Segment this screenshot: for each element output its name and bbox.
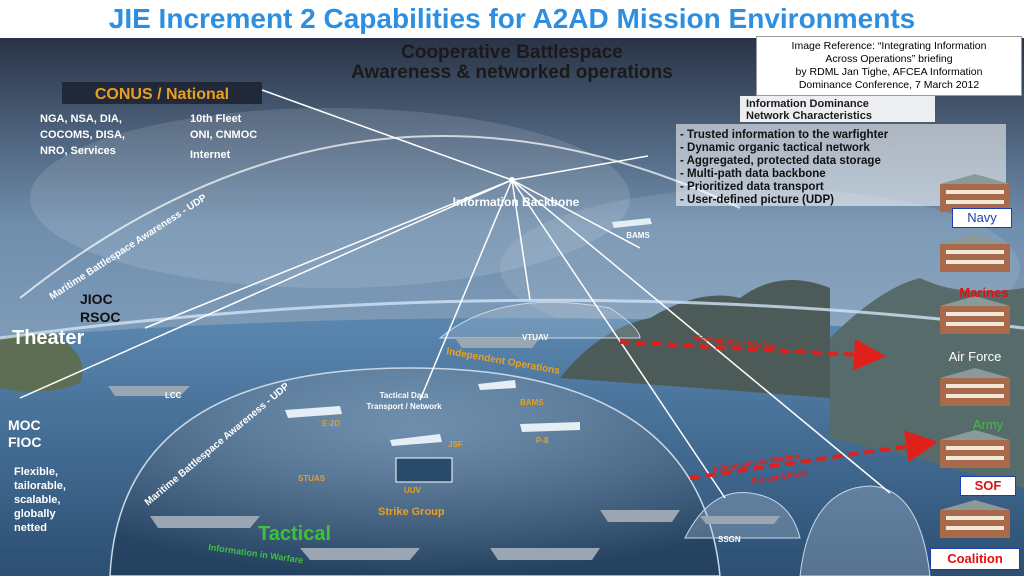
- reference-line-1: Image Reference: “Integrating Informatio…: [791, 40, 987, 52]
- ssgn-label: SSGN: [718, 535, 741, 544]
- flex-line: scalable,: [14, 494, 60, 506]
- flex-line: netted: [14, 522, 47, 534]
- rsoc-label: RSOC: [80, 309, 120, 325]
- bams-upper-label: BAMS: [626, 231, 650, 240]
- theater-arc: [0, 298, 1024, 340]
- network-title-box: [740, 96, 935, 122]
- flex-line: globally: [14, 508, 56, 520]
- conus-col1-row1: NGA, NSA, DIA,: [40, 113, 122, 125]
- network-item: - Prioritized data transport: [680, 181, 824, 193]
- flex-line: Flexible,: [14, 466, 58, 478]
- moc-label: MOC: [8, 417, 41, 433]
- reference-line-3: by RDML Jan Tighe, AFCEA Information: [795, 66, 983, 78]
- conus-col1-row3: NRO, Services: [40, 145, 116, 157]
- tactical-data-label-2: Transport / Network: [366, 402, 442, 411]
- left-island: [0, 333, 83, 392]
- tactical-data-label-1: Tactical Data: [380, 391, 429, 400]
- conus-col2-row1: 10th Fleet: [190, 113, 242, 125]
- jsf-label: JSF: [448, 440, 463, 449]
- uuv-box: [395, 457, 453, 483]
- network-title-2: Network Characteristics: [746, 110, 872, 122]
- network-item: - Trusted information to the warfighter: [680, 129, 889, 141]
- conus-col2-row2: ONI, CNMOC: [190, 129, 257, 141]
- service-tag-coalition: Coalition: [930, 548, 1020, 570]
- reference-line-4: Dominance Conference, 7 March 2012: [798, 79, 980, 91]
- fioc-label: FIOC: [8, 434, 41, 450]
- coalition-dome: [799, 485, 931, 576]
- ssgn-dome: [684, 492, 801, 539]
- network-item: - Aggregated, protected data storage: [680, 155, 881, 167]
- network-item: - Multi-path data backbone: [680, 168, 826, 180]
- network-item: - User-defined picture (UDP): [680, 194, 834, 206]
- cloud-shape: [30, 108, 630, 288]
- network-item: - Dynamic organic tactical network: [680, 142, 870, 154]
- strike-group-label: Strike Group: [378, 506, 445, 518]
- backbone-links: [19, 89, 891, 499]
- p8-label: P-8: [536, 436, 549, 445]
- service-tag-navy: Navy: [952, 208, 1012, 228]
- island-mountain: [560, 280, 830, 398]
- warfare-arrow-upper: [619, 338, 886, 371]
- lcc-label: LCC: [165, 391, 182, 400]
- e2d-label: E-2D: [322, 419, 340, 428]
- battlespace-scene: Cooperative Battlespace Awareness & netw…: [0, 38, 1024, 576]
- conus-col2-row3: Internet: [190, 149, 231, 161]
- conus-col1-row2: COCOMS, DISA,: [40, 129, 125, 141]
- warfare-arrow-lower: [689, 430, 938, 480]
- bams-lower-label: BAMS: [520, 398, 544, 407]
- stuas-label: STUAS: [298, 474, 326, 483]
- building-icons: [940, 174, 1010, 538]
- service-tag-marines: Marines: [959, 285, 1009, 300]
- tactical-label: Tactical: [258, 523, 331, 545]
- service-tag-army: Army: [972, 417, 1004, 432]
- vtuav-label: VTUAV: [522, 333, 549, 342]
- theater-label: Theater: [12, 327, 84, 349]
- independent-ops-dome: [438, 301, 641, 339]
- header-line2: Awareness & networked operations: [351, 62, 673, 83]
- ship-silhouettes: [108, 338, 780, 560]
- reference-line-2: Across Operations” briefing: [825, 53, 953, 65]
- conus-title: CONUS / National: [95, 86, 229, 103]
- header-line1: Cooperative Battlespace: [401, 42, 623, 63]
- page-title: JIE Increment 2 Capabilities for A2AD Mi…: [108, 3, 916, 34]
- uuv-label: UUV: [404, 486, 422, 495]
- service-tag-sof: SOF: [960, 476, 1016, 496]
- backbone-hub: [509, 177, 515, 183]
- conus-title-box: [62, 82, 262, 104]
- network-title-1: Information Dominance: [746, 98, 869, 110]
- flex-line: tailorable,: [14, 480, 66, 492]
- backbone-label: Information Backbone: [453, 195, 580, 209]
- aircraft-silhouettes: [285, 218, 652, 446]
- service-tag-airforce: Air Force: [948, 349, 1002, 364]
- image-reference-box: Image Reference: “Integrating Informatio…: [756, 36, 1022, 96]
- outer-dome-arc: [19, 135, 741, 299]
- jioc-label: JIOC: [80, 291, 113, 307]
